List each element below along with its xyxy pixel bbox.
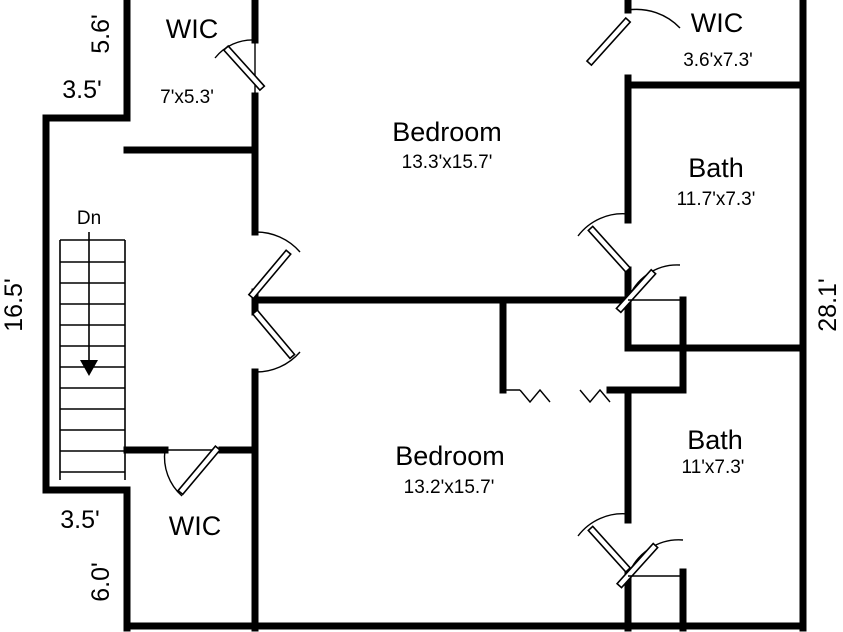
bath-bottom-name: Bath [687, 425, 743, 455]
wic-top-right-name: WIC [691, 8, 743, 38]
dimension-labels: 5.6' 3.5' 16.5' 3.5' 6.0' 28.1' [0, 14, 842, 602]
bedroom-top-dims: 13.3'x15.7' [402, 152, 493, 173]
stairs: Dn [59, 208, 126, 480]
dim-bottom-left-vertical: 6.0' [87, 562, 115, 602]
bedroom-bottom-dims: 13.2'x15.7' [404, 477, 495, 498]
stairs-down-arrow [80, 232, 98, 376]
stairs-label: Dn [77, 208, 101, 229]
doors [163, 8, 684, 589]
room-labels: WIC 7'x5.3' WIC 3.6'x7.3' Bedroom 13.3'x… [160, 8, 755, 541]
door-bedroom-top [247, 231, 301, 300]
bedroom-bottom-name: Bedroom [395, 441, 505, 471]
wic-top-left-name: WIC [166, 14, 218, 44]
bath-bottom-dims: 11'x7.3' [682, 457, 745, 478]
dim-top-left-horizontal: 3.5' [62, 76, 102, 104]
door-bedroom-bottom [251, 308, 301, 373]
wic-bottom-left-name: WIC [169, 511, 221, 541]
door-bath-top [577, 213, 632, 274]
door-bath-bottom [577, 513, 632, 574]
door-wic-top-right [585, 8, 681, 67]
dim-right-vertical: 28.1' [814, 278, 842, 331]
dim-left-vertical: 16.5' [0, 278, 28, 331]
door-closet-bifold [503, 388, 611, 404]
wic-top-right-dims: 3.6'x7.3' [683, 50, 753, 71]
bath-top-dims: 11.7'x7.3' [677, 189, 756, 210]
door-bath-bottom-inner [615, 539, 684, 589]
dim-bottom-left-horizontal: 3.5' [60, 506, 100, 534]
door-bath-inner [615, 264, 683, 314]
dim-top-left-vertical: 5.6' [87, 14, 115, 54]
door-wic-top-left [214, 39, 266, 96]
door-wic-bottom-left [163, 445, 222, 497]
wic-top-left-dims: 7'x5.3' [160, 87, 214, 108]
bath-top-name: Bath [688, 153, 744, 183]
bedroom-top-name: Bedroom [392, 117, 502, 147]
